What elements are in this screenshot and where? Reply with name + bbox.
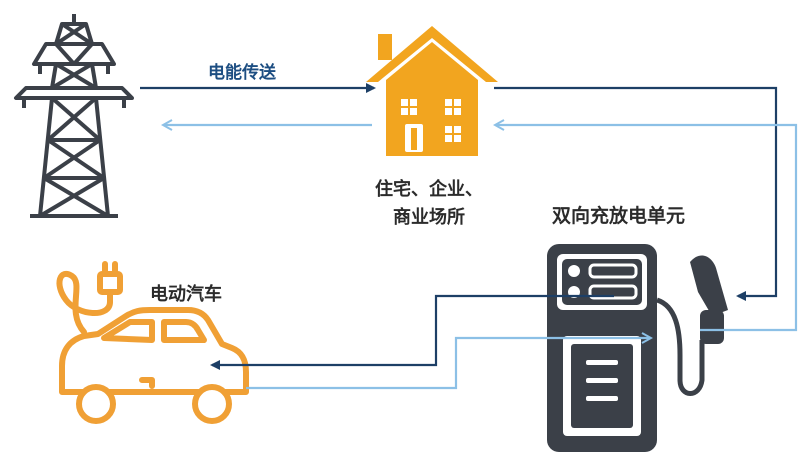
electric-car-icon — [56, 261, 249, 424]
arrow-car-to-charger — [246, 338, 650, 390]
home-business-label: 住宅、企业、 商业场所 — [354, 176, 504, 232]
bidirectional-unit-label: 双向充放电单元 — [552, 205, 686, 227]
arrow-house-to-charger — [494, 86, 778, 301]
charger-unit-icon — [547, 244, 728, 452]
energy-transfer-label: 电能传送 — [208, 63, 276, 83]
arrow-charger-to-house — [496, 125, 798, 332]
electric-vehicle-label: 电动汽车 — [150, 284, 222, 305]
home-label-line1: 住宅、企业、 — [375, 179, 483, 200]
house-icon — [366, 26, 498, 156]
arrow-charger-to-car — [210, 294, 614, 370]
home-label-line2: 商业场所 — [393, 207, 465, 228]
power-tower-icon — [14, 14, 134, 218]
